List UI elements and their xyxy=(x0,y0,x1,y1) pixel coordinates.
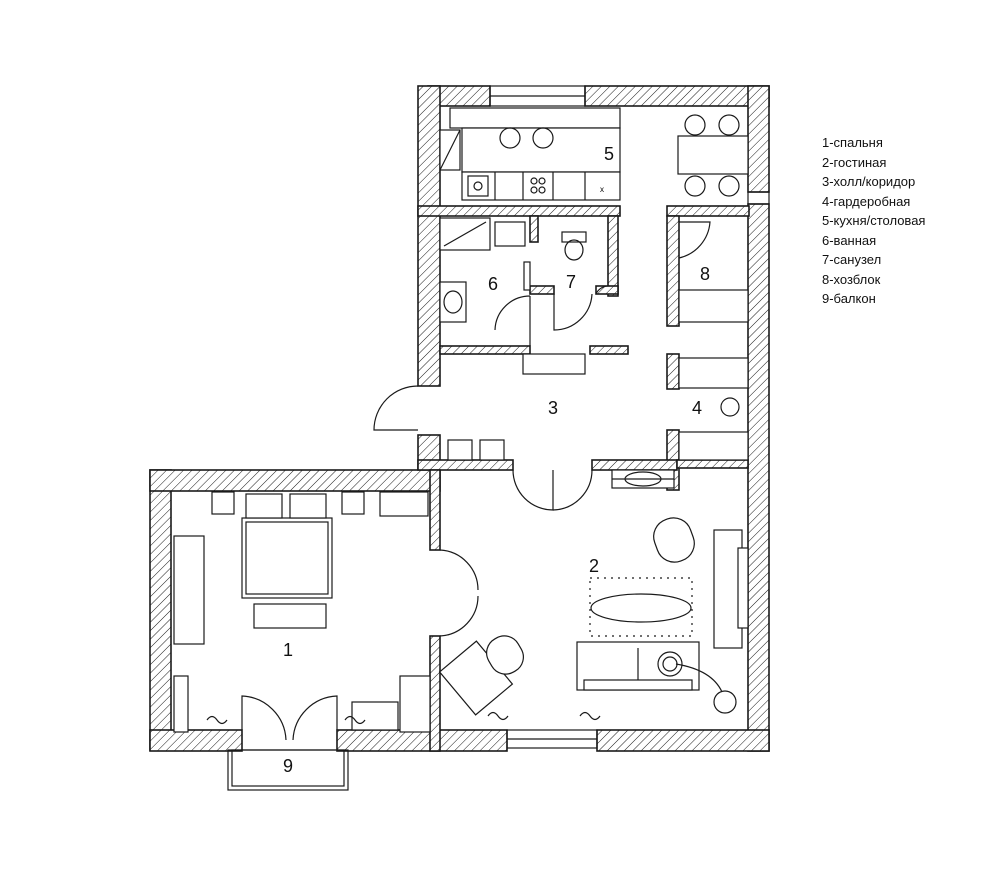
legend-item: 4-гардеробная xyxy=(822,193,911,209)
svg-text:x: x xyxy=(600,185,604,194)
bathroom-furniture xyxy=(439,217,531,346)
living-room-furniture xyxy=(438,517,749,721)
room-number-4: 4 xyxy=(692,398,702,418)
bedroom-furniture xyxy=(173,491,479,741)
windows xyxy=(489,85,770,749)
room-number-3: 3 xyxy=(548,398,558,418)
storage-furniture xyxy=(678,221,749,461)
legend-item: 5-кухня/столовая xyxy=(822,213,926,228)
wc-furniture xyxy=(553,231,611,331)
legend-item: 7-санузел xyxy=(822,252,882,267)
legend-item: 3-холл/коридор xyxy=(822,174,916,189)
room-number-6: 6 xyxy=(488,274,498,294)
legend-item: 1-спальня xyxy=(822,135,883,150)
room-legend: 1-спальня 2-гостиная 3-холл/коридор 4-га… xyxy=(822,133,925,309)
legend-item: 6-ванная xyxy=(822,232,877,248)
legend-item: 8-хозблок xyxy=(822,271,881,287)
interior-walls xyxy=(417,205,750,752)
room-number-7: 7 xyxy=(566,272,576,292)
room-number-5: 5 xyxy=(604,144,614,164)
legend-item: 9-балкон xyxy=(822,291,876,306)
room-number-9: 9 xyxy=(283,756,293,776)
kitchen-furniture: x xyxy=(439,107,749,201)
room-number-1: 1 xyxy=(283,640,293,660)
legend-item: 2-гостиная xyxy=(822,154,887,170)
balcony xyxy=(227,749,349,791)
exterior-walls xyxy=(149,85,770,752)
room-number-2: 2 xyxy=(589,556,599,576)
hall-furniture xyxy=(373,353,675,511)
room-number-8: 8 xyxy=(700,264,710,284)
room-numbers: 5 8 6 7 3 4 2 1 9 xyxy=(283,144,710,776)
